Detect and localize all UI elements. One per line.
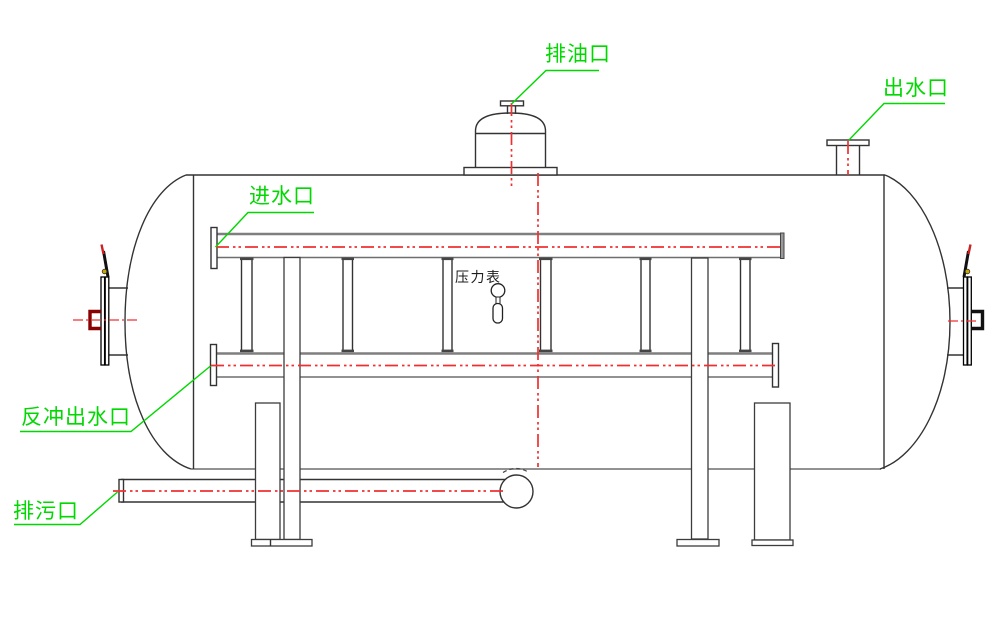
support-legs bbox=[250, 256, 794, 547]
drain-pipe-body bbox=[119, 479, 509, 502]
annotation-leaders bbox=[14, 69, 945, 526]
right-saddle-leg bbox=[753, 402, 791, 541]
right-pipe-leg bbox=[690, 257, 709, 540]
backwash-leader bbox=[20, 365, 211, 433]
water-inlet-leader bbox=[214, 211, 314, 248]
connector-tube bbox=[539, 257, 553, 353]
connector-tube bbox=[341, 257, 354, 353]
manhole-cover-plate bbox=[100, 276, 106, 366]
tube-cap bbox=[341, 349, 354, 353]
manhole-handle bbox=[971, 309, 985, 331]
tube-fill bbox=[740, 258, 750, 352]
connector-tube bbox=[441, 257, 454, 353]
vent-cock-nut bbox=[964, 268, 971, 275]
label-sewage-drain-port: 排污口 bbox=[13, 499, 79, 523]
drain-pipe bbox=[118, 467, 534, 509]
gauge-cock-body bbox=[492, 302, 504, 324]
left-pipe-leg bbox=[283, 256, 301, 541]
tube-fill bbox=[241, 258, 252, 352]
left-saddle-leg bbox=[254, 402, 281, 541]
drain-elbow-hidden-arc bbox=[502, 467, 530, 474]
inlet-pipe-body bbox=[217, 233, 783, 258]
oil-drain-leader bbox=[511, 69, 599, 105]
tube-cap bbox=[639, 349, 652, 353]
right-saddle-base-plate bbox=[751, 539, 794, 547]
vent-cock-tip bbox=[967, 244, 972, 255]
tube-fill bbox=[641, 258, 650, 352]
sewage-drain-leader bbox=[14, 491, 118, 526]
label-water-inlet: 进水口 bbox=[249, 184, 315, 208]
tube-cap bbox=[739, 257, 752, 261]
tube-fill bbox=[443, 258, 452, 352]
manhole-cover-plate bbox=[104, 276, 110, 366]
tube-cap bbox=[539, 257, 553, 261]
dome-top-arc bbox=[474, 112, 547, 132]
connector-tubes bbox=[240, 257, 752, 353]
vent-cock-nut bbox=[101, 268, 108, 275]
vent-cock-tip bbox=[100, 244, 105, 255]
tube-cap bbox=[539, 349, 553, 353]
left-base-plate bbox=[250, 538, 313, 547]
tube-fill bbox=[540, 258, 551, 352]
label-backwash-water-outlet: 反冲出水口 bbox=[21, 405, 131, 429]
left-head-curve bbox=[124, 174, 192, 470]
tube-cap bbox=[639, 257, 652, 261]
label-oil-drain-port: 排油口 bbox=[545, 42, 611, 66]
tube-cap bbox=[341, 257, 354, 261]
connector-tube bbox=[739, 257, 752, 353]
water-outlet-leader bbox=[848, 102, 945, 141]
right-manhole bbox=[947, 244, 985, 366]
manhole-handle bbox=[88, 309, 101, 331]
centerlines bbox=[113, 103, 849, 492]
label-pressure-gauge: 压力表 bbox=[455, 270, 502, 286]
inlet-pipe-end-cap bbox=[780, 232, 785, 259]
manhole-vent-cock bbox=[102, 250, 110, 278]
tube-cap bbox=[240, 349, 254, 353]
right-pipe-leg-base-plate bbox=[676, 538, 720, 547]
dome-base-flange bbox=[463, 166, 558, 176]
oil-drain-dome bbox=[463, 100, 558, 176]
right-head-curve bbox=[879, 174, 951, 470]
tube-cap bbox=[739, 349, 752, 353]
tube-fill bbox=[343, 258, 353, 352]
drain-elbow bbox=[499, 474, 534, 509]
inlet-pipe bbox=[210, 226, 785, 270]
pressure-gauge bbox=[490, 283, 506, 324]
connector-tube bbox=[639, 257, 652, 353]
tube-cap bbox=[240, 257, 254, 261]
tube-cap bbox=[441, 349, 454, 353]
inlet-pipe-flange bbox=[210, 226, 218, 270]
label-water-outlet: 出水口 bbox=[883, 76, 949, 100]
manhole-vent-cock bbox=[962, 250, 970, 278]
tube-cap bbox=[441, 257, 454, 261]
left-manhole bbox=[73, 244, 137, 366]
connector-tube bbox=[240, 257, 254, 353]
